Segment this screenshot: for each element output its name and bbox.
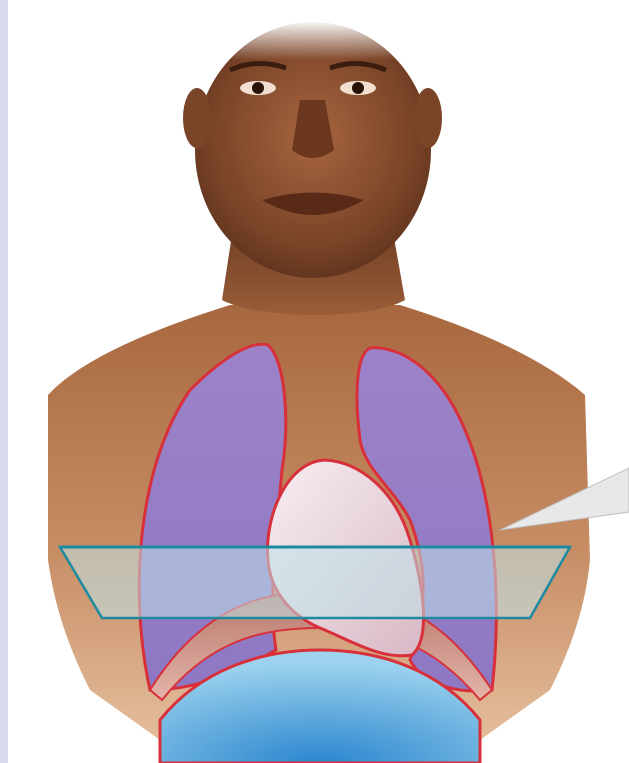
hairline-fade [190,20,440,60]
right-pupil [352,82,364,94]
left-ear [183,88,211,148]
right-ear [414,88,442,148]
frame-border [0,0,8,763]
left-pupil [252,82,264,94]
transverse-section-plane [60,547,570,618]
